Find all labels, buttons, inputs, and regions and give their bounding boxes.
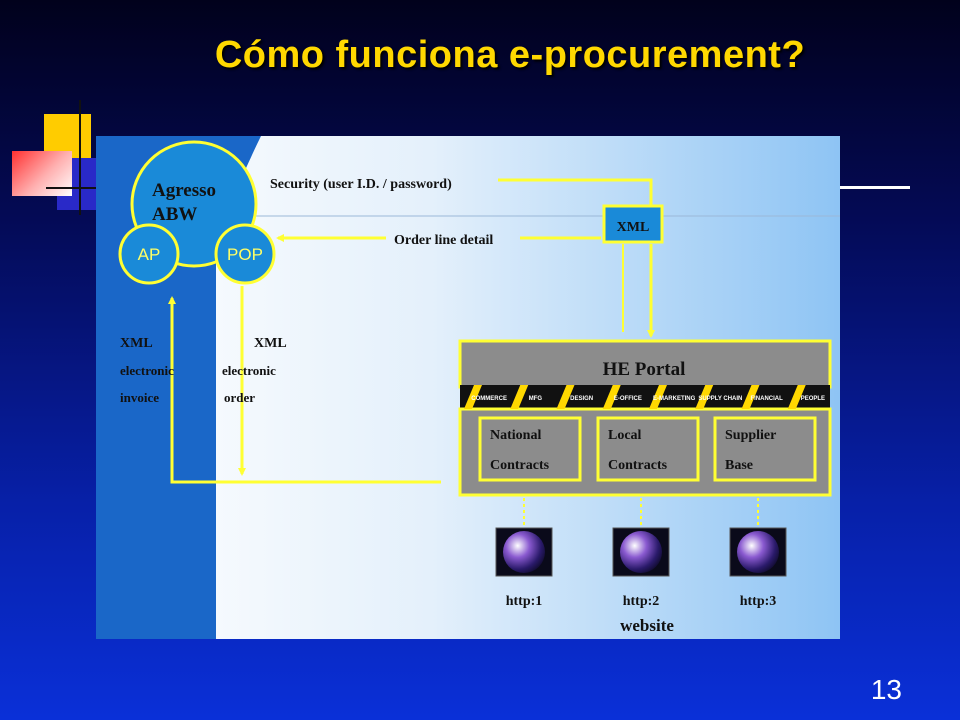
ap-label: AP <box>138 245 161 264</box>
banner-stripe <box>510 385 529 409</box>
website-url: http:3 <box>740 594 777 609</box>
banner-stripe <box>695 385 714 409</box>
xml-box <box>602 204 664 244</box>
deco-line-horizontal <box>46 187 116 189</box>
security-flow-line <box>498 178 653 206</box>
decorative-rule <box>840 186 910 189</box>
xml-box-label: XML <box>617 220 650 235</box>
portal-box <box>596 416 700 482</box>
agresso-label: Agresso <box>152 180 216 201</box>
pop-label: POP <box>227 245 263 264</box>
order-electronic-label: electronic <box>222 363 276 378</box>
deco-square-pink <box>12 151 72 196</box>
portal-box-line1: Local <box>608 428 642 443</box>
banner-item: E-MARKETING <box>653 396 696 402</box>
order-line-label: Order line detail <box>394 233 493 248</box>
banner-stripe <box>787 385 806 409</box>
banner-stripe <box>602 385 621 409</box>
portal-box <box>478 416 582 482</box>
website-url: http:2 <box>623 594 660 609</box>
slide-title: Cómo funciona e-procurement? <box>214 34 806 76</box>
banner-item: PEOPLE <box>801 396 825 402</box>
website-url: http:1 <box>506 594 543 609</box>
invoice-xml-label: XML <box>120 336 153 351</box>
portal-box <box>713 416 817 482</box>
banner-stripe <box>741 385 760 409</box>
banner-item: DESIGN <box>570 396 593 402</box>
invoice-flow-line <box>168 296 441 484</box>
portal-box-line2: Base <box>725 458 753 473</box>
website-label: website <box>620 616 674 635</box>
security-label: Security (user I.D. / password) <box>270 177 452 192</box>
globe-icon <box>503 531 545 573</box>
invoice-label: invoice <box>120 390 159 405</box>
invoice-electronic-label: electronic <box>120 363 174 378</box>
portal-title: HE Portal <box>603 359 686 380</box>
he-portal: HE Portal COMMERCE MFG DESIGN E-OFFICE E-MAR… <box>458 339 832 497</box>
banner-item: MFG <box>529 396 543 402</box>
pop-circle <box>214 223 276 285</box>
portal-box-line2: Contracts <box>608 458 668 473</box>
decorative-squares <box>12 100 122 215</box>
ap-circle <box>118 223 180 285</box>
order-label: order <box>224 390 255 405</box>
portal-header <box>458 339 832 389</box>
e-procurement-diagram: Agresso ABW AP POP Security (user I.D. /… <box>96 136 840 639</box>
abw-label: ABW <box>152 204 197 225</box>
page-number: 13 <box>870 674 902 705</box>
globe-icon <box>737 531 779 573</box>
banner-item: E-OFFICE <box>614 396 642 402</box>
globe-icon <box>620 531 662 573</box>
banner-stripe <box>464 385 482 409</box>
portal-box-line1: National <box>490 428 541 443</box>
banner-stripe <box>556 385 575 409</box>
portal-box-line1: Supplier <box>725 428 776 443</box>
banner-item: SUPPLY CHAIN <box>698 396 742 402</box>
portal-box-line2: Contracts <box>490 458 550 473</box>
order-xml-label: XML <box>254 336 287 351</box>
banner-stripe <box>649 385 667 409</box>
banner-item: COMMERCE <box>471 396 507 402</box>
banner-item: FINANCIAL <box>750 396 783 402</box>
deco-line-vertical <box>79 100 81 215</box>
